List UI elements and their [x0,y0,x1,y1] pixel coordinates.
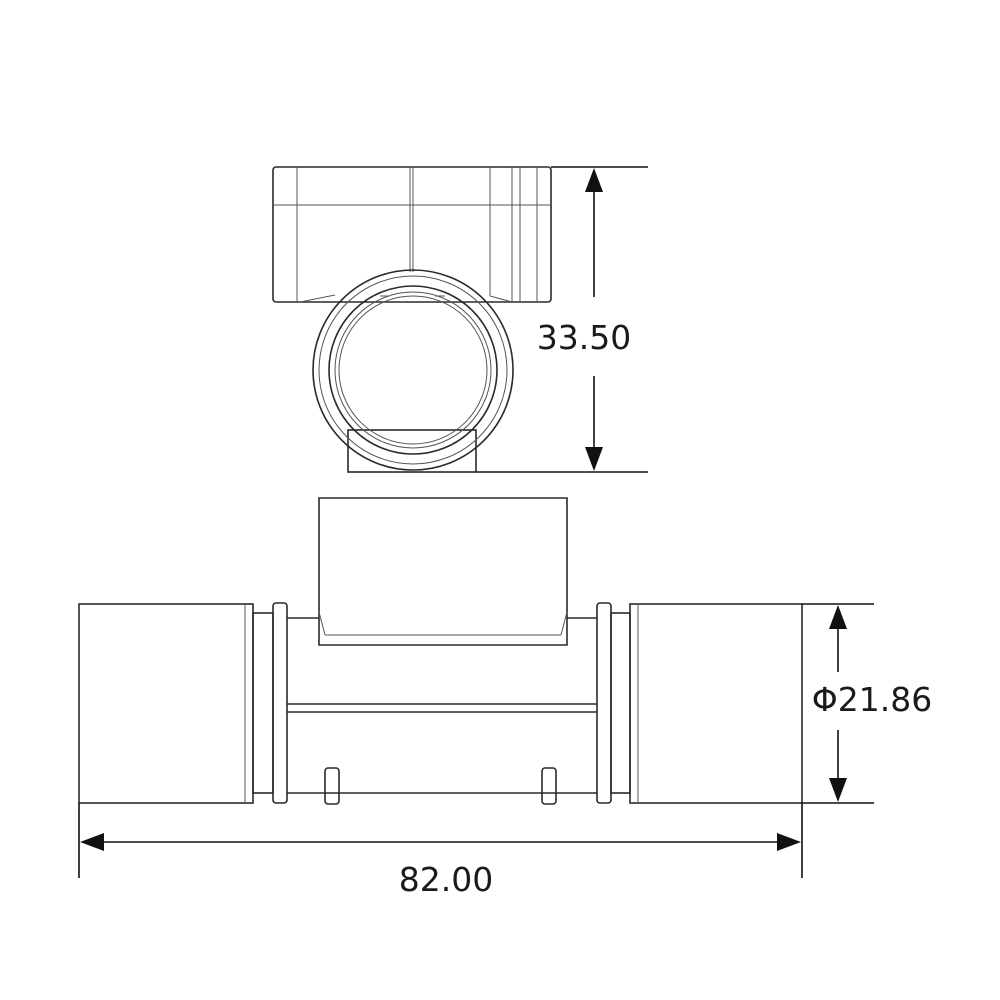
threaded-ends [78,603,803,804]
right-thread-end [629,603,803,804]
length-dimension-label: 82.00 [399,860,493,899]
length-dimension: 82.00 [78,803,803,899]
pipe-end-rings [312,269,514,473]
mount-pin-right [541,767,557,805]
flow-body [287,617,597,805]
end-view: 33.50 [272,166,648,473]
mount-pin-left [324,767,340,805]
diameter-dimension: Φ21.86 [802,603,932,804]
left-thread-end [78,603,254,804]
diameter-dimension-label: Φ21.86 [812,680,932,719]
side-view: Φ21.86 82.00 [78,497,932,899]
sensor-housing-end [272,166,552,303]
height-dimension: 33.50 [476,166,648,473]
height-dimension-label: 33.50 [537,318,631,357]
collars [252,602,631,804]
sensor-housing-side [318,497,568,646]
